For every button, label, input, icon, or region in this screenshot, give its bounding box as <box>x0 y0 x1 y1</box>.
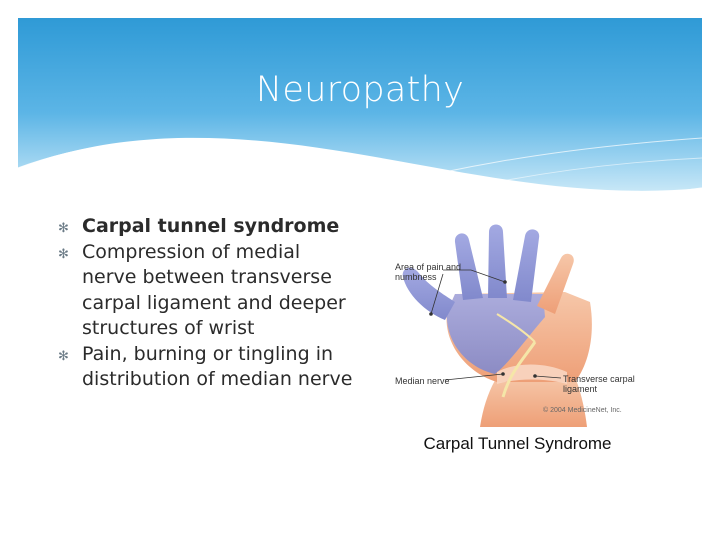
bullet-text: Pain, burning or tingling in distributio… <box>82 342 353 391</box>
label-pain-area: Area of pain and numbness <box>395 262 462 282</box>
label-median-nerve: Median nerve <box>395 376 450 386</box>
bullet-text: Compression of medial nerve between tran… <box>82 240 346 340</box>
figure-copyright: © 2004 MedicineNet, Inc. <box>543 407 622 414</box>
bullet-item: ✻ Compression of medial nerve between tr… <box>56 240 356 342</box>
bullet-asterisk-icon: ✻ <box>58 221 69 236</box>
bullet-item: ✻ Pain, burning or tingling in distribut… <box>56 342 356 393</box>
bullet-item: ✻ Carpal tunnel syndrome <box>56 214 356 240</box>
bullet-list: ✻ Carpal tunnel syndrome ✻ Compression o… <box>56 214 356 393</box>
bullet-asterisk-icon: ✻ <box>58 246 69 262</box>
banner-background <box>18 18 702 204</box>
figure-caption: Carpal Tunnel Syndrome <box>423 434 612 453</box>
bullet-asterisk-icon: ✻ <box>58 348 69 364</box>
hand-illustration <box>402 224 592 427</box>
slide-title: Neuropathy <box>255 70 465 110</box>
title-banner: Neuropathy <box>18 18 702 204</box>
label-transverse-ligament: Transverse carpal ligament <box>563 374 635 394</box>
bullet-text: Carpal tunnel syndrome <box>82 215 340 237</box>
carpal-tunnel-figure: Area of pain and numbness Median nerve T… <box>385 222 650 462</box>
